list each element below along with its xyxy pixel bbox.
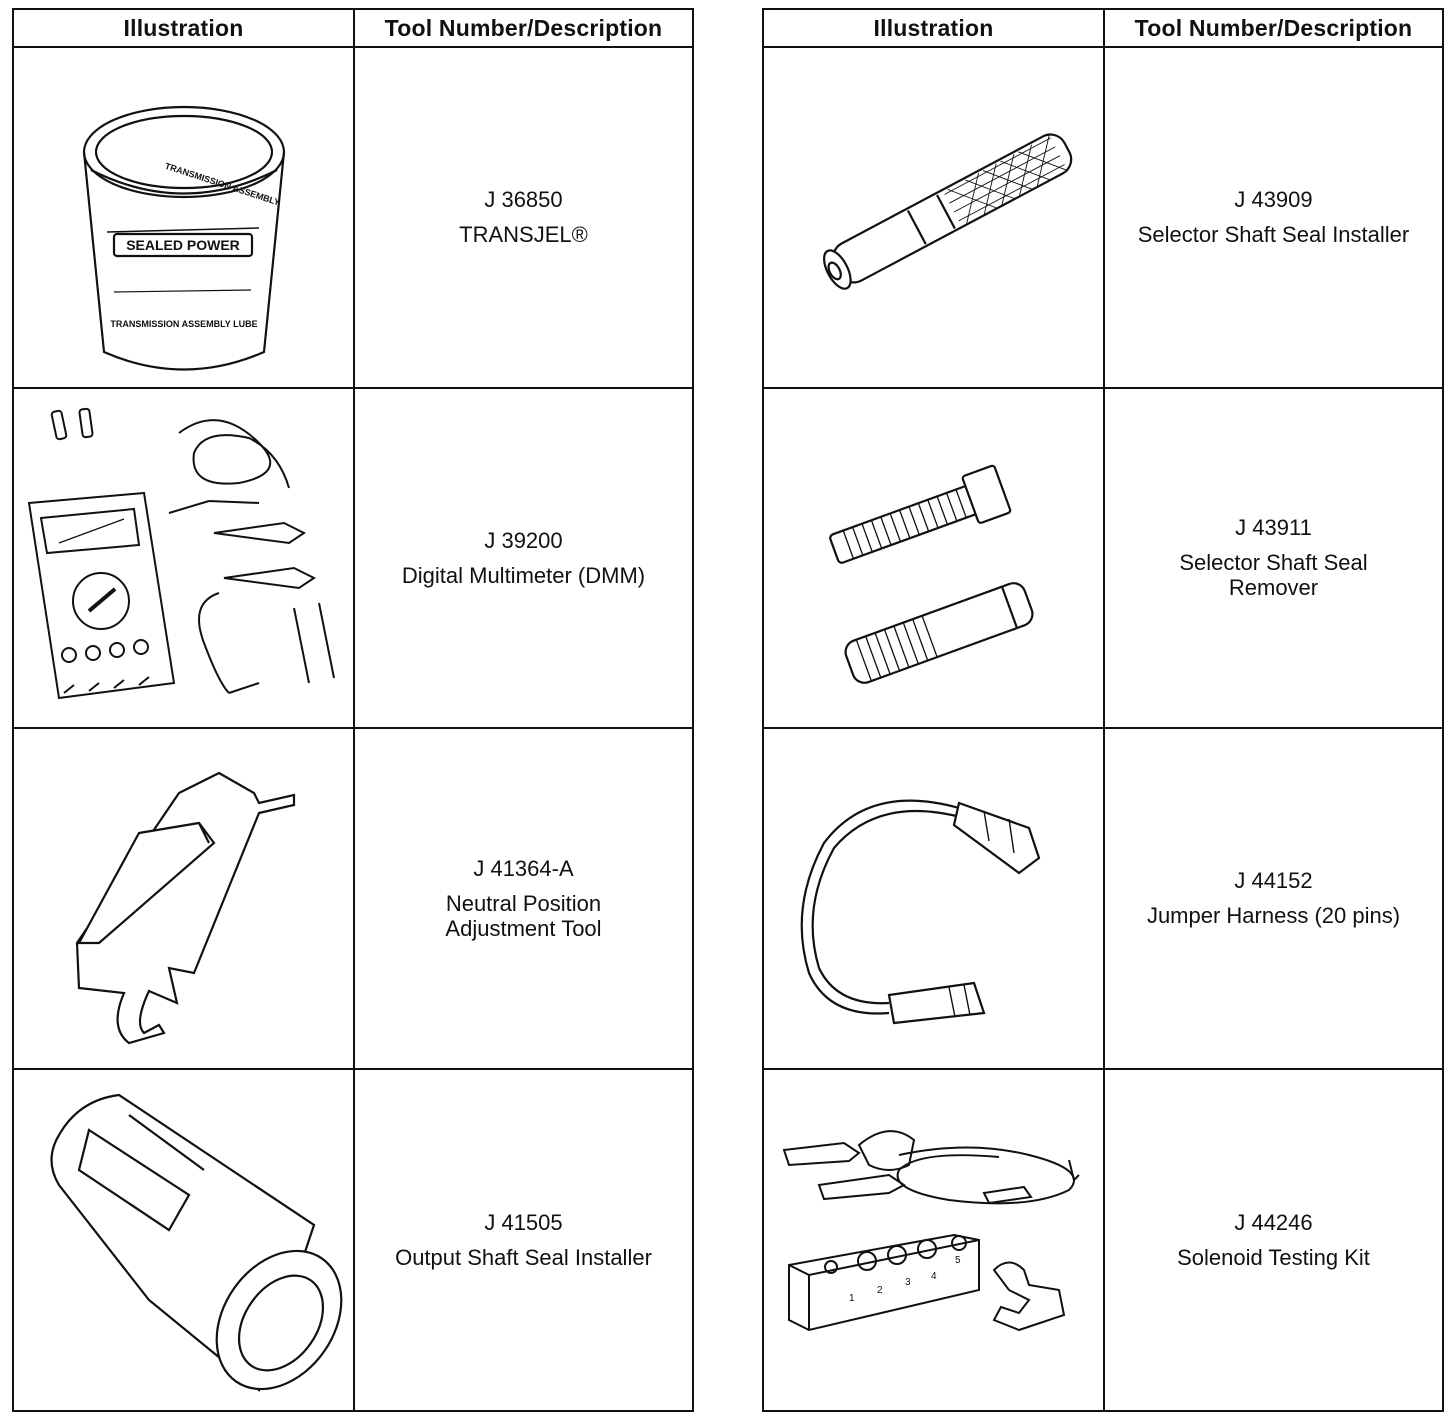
tool-description: Selector Shaft Seal Remover xyxy=(1179,550,1368,601)
illustration-cell xyxy=(14,729,355,1070)
block-number-4: 4 xyxy=(931,1271,937,1282)
jumper-harness-icon xyxy=(769,733,1099,1063)
tub-brand-label: SEALED POWER xyxy=(126,237,240,253)
header-tool-description: Tool Number/Description xyxy=(355,10,692,48)
illustration-cell xyxy=(764,729,1105,1070)
tool-number: J 41364-A xyxy=(473,855,574,881)
selector-shaft-seal-remover-icon xyxy=(769,393,1099,723)
illustration-cell xyxy=(14,388,355,729)
tool-description: Digital Multimeter (DMM) xyxy=(401,562,646,588)
tool-description-cell: J 44152 Jumper Harness (20 pins) xyxy=(1105,729,1442,1070)
tool-number: J 39200 xyxy=(484,527,563,553)
tool-description: Solenoid Testing Kit xyxy=(1177,1244,1370,1270)
tool-description: Jumper Harness (20 pins) xyxy=(1146,903,1401,929)
tool-description: Neutral Position Adjustment Tool xyxy=(445,890,602,941)
selector-shaft-seal-installer-icon xyxy=(769,52,1099,382)
output-shaft-seal-installer-icon xyxy=(19,1075,349,1405)
tool-description: Output Shaft Seal Installer xyxy=(395,1244,652,1270)
tool-description-cell: J 36850 TRANSJEL® xyxy=(355,48,692,389)
tool-number: J 36850 xyxy=(484,187,563,213)
tool-description-cell: J 43909 Selector Shaft Seal Installer xyxy=(1105,48,1442,389)
tool-description-cell: J 41364-A Neutral Position Adjustment To… xyxy=(355,729,692,1070)
neutral-position-tool-icon xyxy=(19,733,349,1063)
tub-label-bottom: TRANSMISSION ASSEMBLY LUBE xyxy=(110,319,257,329)
illustration-cell: TRANSMISSION ASSEMBLY SEALED POWER TRANS… xyxy=(14,48,355,389)
tool-description: Selector Shaft Seal Installer xyxy=(1137,222,1410,248)
solenoid-testing-kit-icon: 1 2 3 4 5 xyxy=(769,1075,1099,1405)
block-number-5: 5 xyxy=(955,1255,961,1266)
illustration-cell xyxy=(764,388,1105,729)
tool-description-cell: J 44246 Solenoid Testing Kit xyxy=(1105,1070,1442,1411)
header-tool-description: Tool Number/Description xyxy=(1105,10,1442,48)
tool-description: TRANSJEL® xyxy=(459,222,588,248)
digital-multimeter-icon xyxy=(19,393,349,723)
illustration-cell: 1 2 3 4 5 xyxy=(764,1069,1105,1410)
tool-table-right: Illustration Tool Number/Description J 4… xyxy=(762,8,1444,1412)
illustration-cell xyxy=(14,1069,355,1410)
tool-table-left: Illustration Tool Number/Description TRA… xyxy=(12,8,694,1412)
block-number-3: 3 xyxy=(905,1277,911,1288)
block-number-2: 2 xyxy=(877,1285,883,1296)
header-illustration: Illustration xyxy=(764,10,1105,48)
illustration-cell xyxy=(764,48,1105,389)
tool-description-cell: J 41505 Output Shaft Seal Installer xyxy=(355,1070,692,1411)
transjel-tub-icon: TRANSMISSION ASSEMBLY SEALED POWER TRANS… xyxy=(19,52,349,382)
tool-number: J 41505 xyxy=(484,1209,563,1235)
tool-number: J 43909 xyxy=(1234,187,1313,213)
tool-description-cell: J 43911 Selector Shaft Seal Remover xyxy=(1105,389,1442,729)
header-illustration: Illustration xyxy=(14,10,355,48)
tool-number: J 43911 xyxy=(1235,515,1312,541)
tool-description-cell: J 39200 Digital Multimeter (DMM) xyxy=(355,389,692,729)
block-number-1: 1 xyxy=(849,1293,855,1304)
tool-number: J 44152 xyxy=(1234,868,1313,894)
tool-number: J 44246 xyxy=(1234,1209,1313,1235)
